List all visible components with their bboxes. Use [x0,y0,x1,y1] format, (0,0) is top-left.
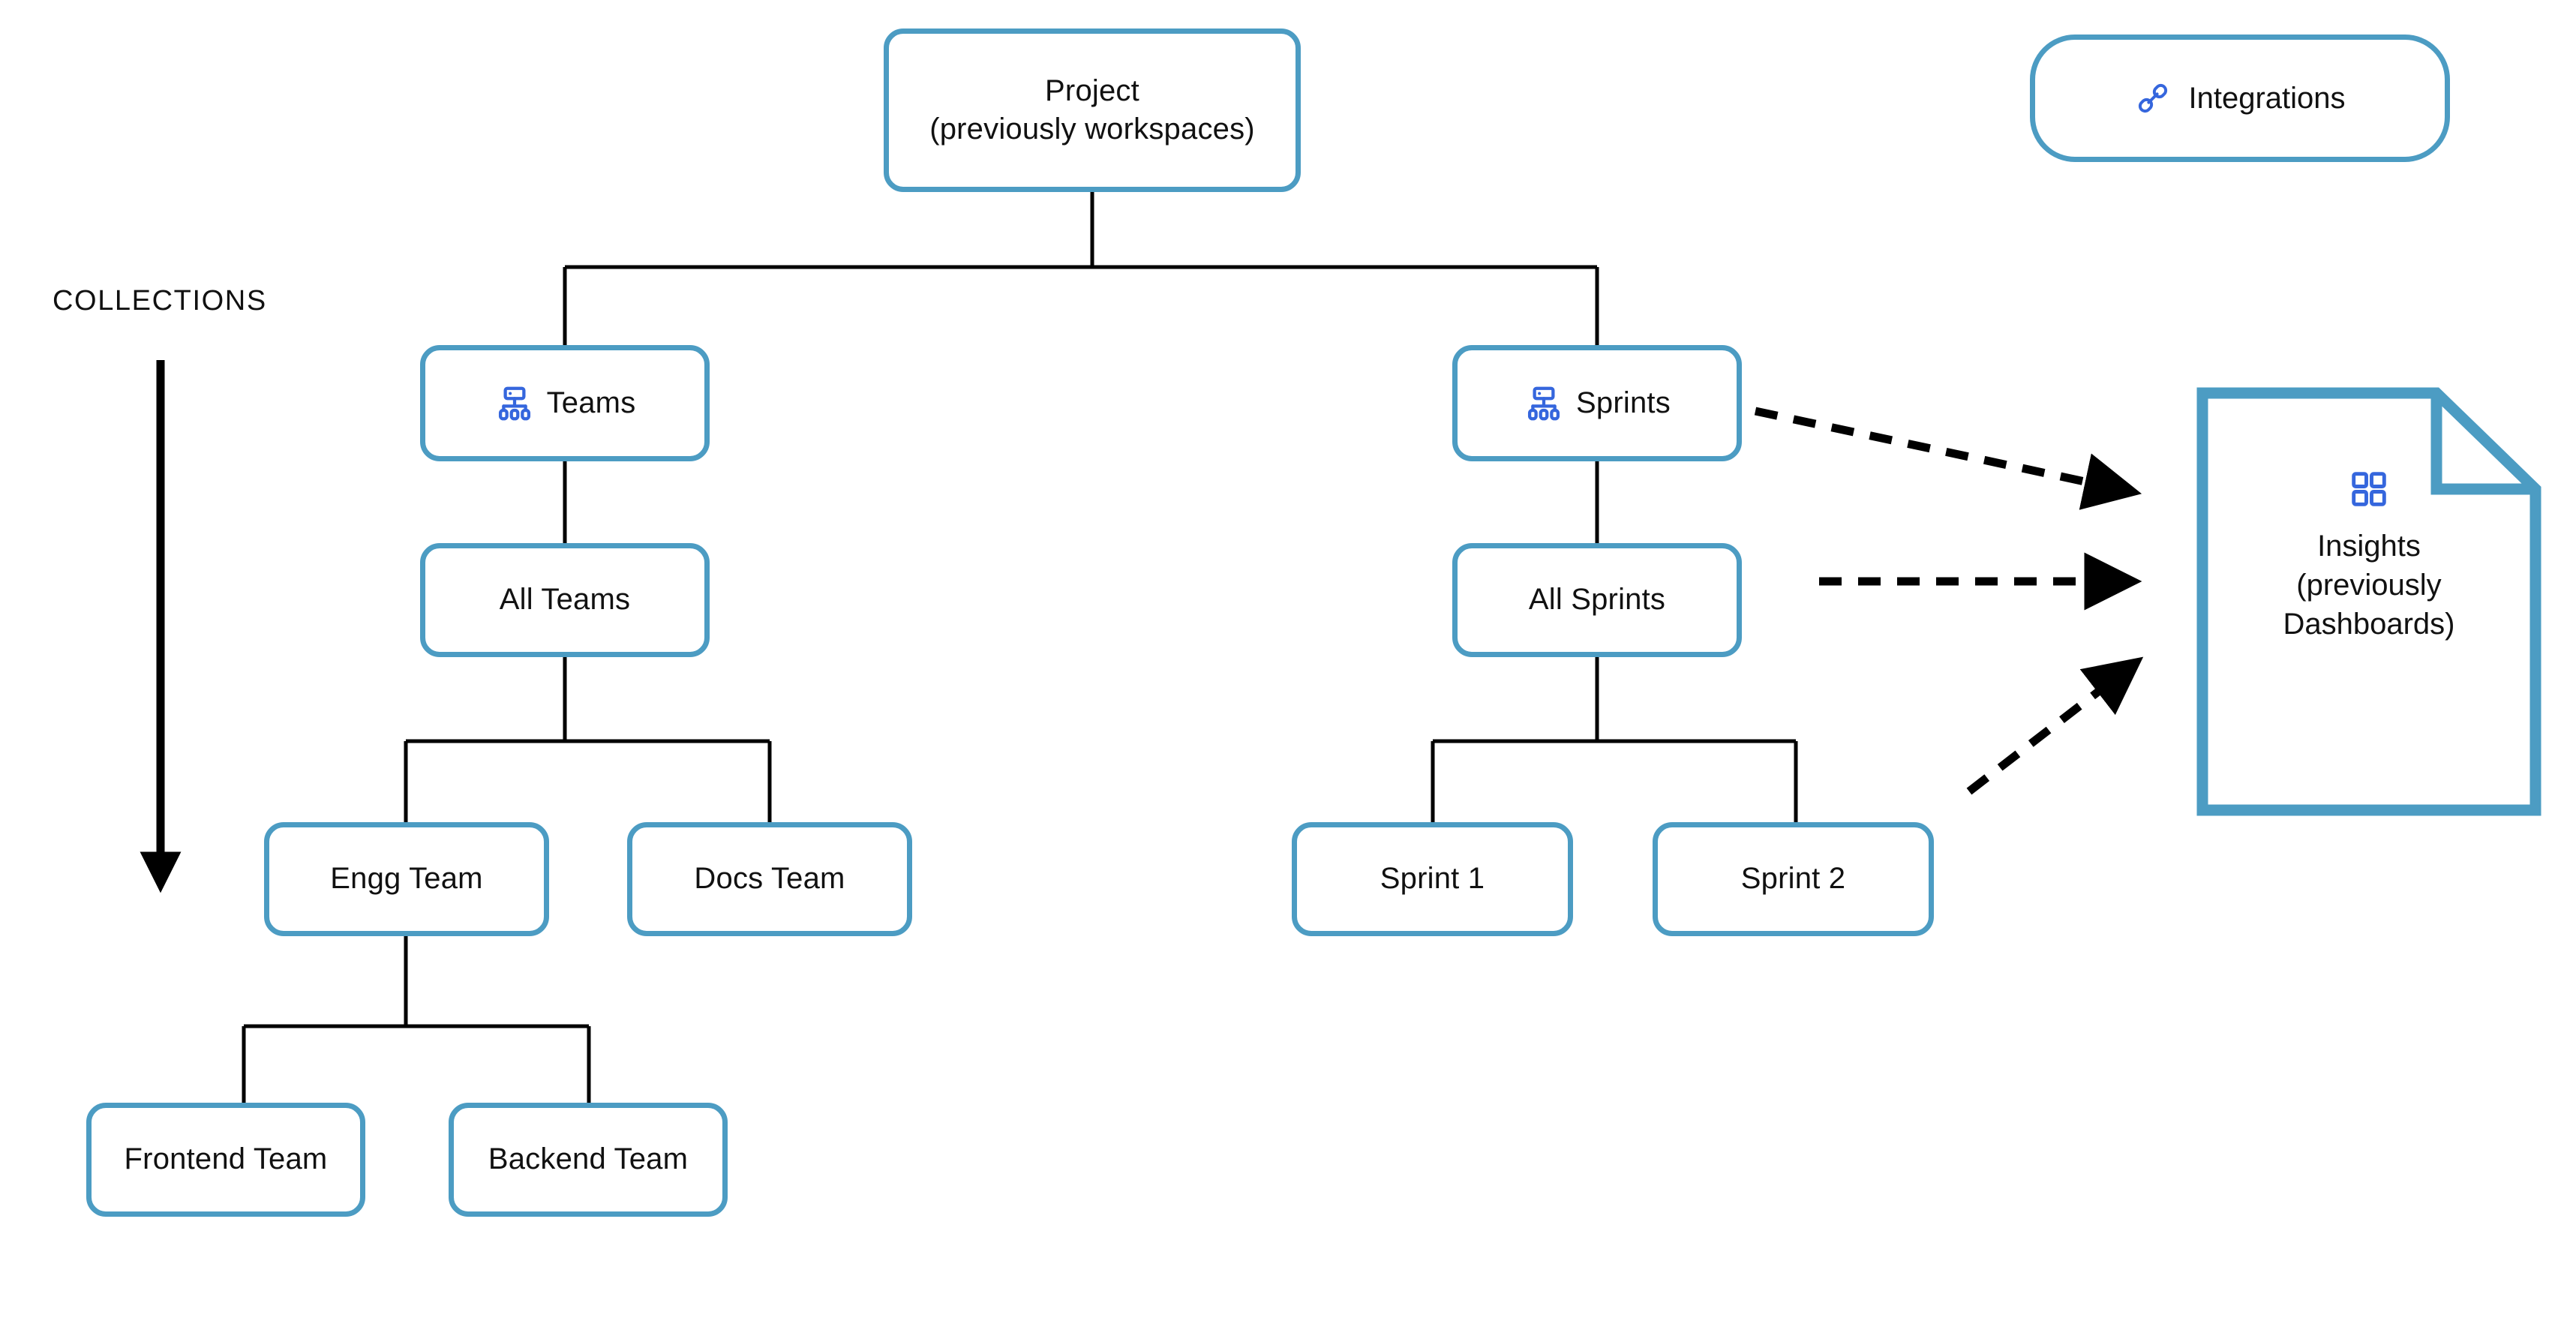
edge-allteams-children [404,657,772,822]
node-integrations-label: Integrations [2188,81,2346,115]
node-teams-label: Teams [546,386,636,419]
node-frontend-team[interactable]: Frontend Team [86,1103,365,1217]
node-engg-team-label: Engg Team [330,862,483,896]
node-engg-team[interactable]: Engg Team [264,822,549,936]
link-icon [2134,80,2172,117]
node-sprint-1-label: Sprint 1 [1380,862,1485,896]
edge-sprints-insights [1754,407,2142,510]
collections-caption: COLLECTIONS [53,285,267,317]
node-docs-team-label: Docs Team [694,862,845,896]
node-sprint-2-label: Sprint 2 [1740,862,1846,896]
node-frontend-team-label: Frontend Team [124,1142,328,1176]
grid-dashboard-icon [2348,468,2390,510]
edge-sprint2-insights [1966,656,2144,795]
node-project-label: Project (previously workspaces) [929,74,1255,146]
hierarchy-icon [1524,383,1564,424]
node-insights-label: Insights (previously Dashboards) [2283,530,2455,641]
node-all-sprints[interactable]: All Sprints [1452,543,1742,657]
edge-project-children [563,191,1599,347]
node-sprints-label: Sprints [1576,386,1671,419]
document-shape [2196,387,2541,816]
node-sprint-1[interactable]: Sprint 1 [1292,822,1573,936]
node-all-teams[interactable]: All Teams [420,543,710,657]
node-teams[interactable]: Teams [420,345,710,461]
node-insights[interactable]: Insights (previously Dashboards) [2196,387,2541,816]
node-all-sprints-label: All Sprints [1528,583,1666,617]
node-backend-team[interactable]: Backend Team [449,1103,728,1217]
node-backend-team-label: Backend Team [488,1142,689,1176]
node-project[interactable]: Project (previously workspaces) [884,29,1301,192]
edge-enggteam-children [242,936,591,1103]
hierarchy-icon [494,383,535,424]
node-docs-team[interactable]: Docs Team [627,822,912,936]
node-integrations[interactable]: Integrations [2030,35,2450,162]
node-sprint-2[interactable]: Sprint 2 [1653,822,1934,936]
edge-allsprints-children [1431,657,1798,822]
node-all-teams-label: All Teams [499,583,631,617]
node-sprints[interactable]: Sprints [1452,345,1742,461]
